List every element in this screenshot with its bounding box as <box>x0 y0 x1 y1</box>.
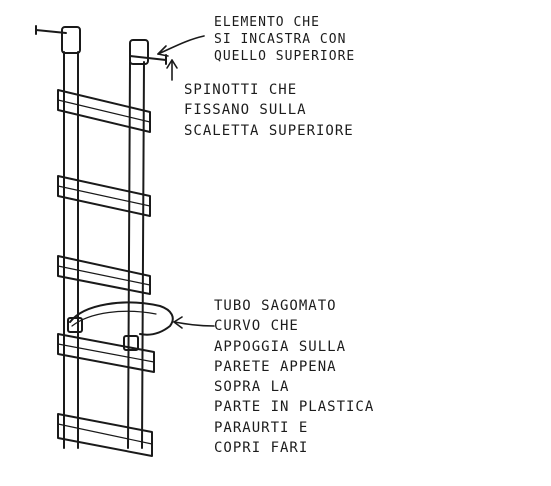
top-cap-right <box>129 39 149 65</box>
annotation-pins: SPINOTTI CHE FISSANO SULLA SCALETTA SUPE… <box>184 80 354 141</box>
annotation-line: FISSANO SULLA <box>184 102 307 119</box>
left-rail <box>63 51 79 449</box>
annotation-line: ELEMENTO CHE <box>214 15 320 30</box>
rung-1 <box>57 89 151 133</box>
annotation-top-element: ELEMENTO CHE SI INCASTRA CON QUELLO SUPE… <box>214 14 355 65</box>
rung-3 <box>57 255 151 295</box>
annotation-line: SPINOTTI CHE <box>184 82 298 98</box>
annotation-line: COPRI FARI <box>214 440 309 457</box>
rung-5 <box>57 413 153 457</box>
annotation-line: SI INCASTRA CON <box>214 32 347 48</box>
annotation-line: PARAURTI E <box>214 419 309 436</box>
annotation-line: SCALETTA SUPERIORE <box>184 122 354 139</box>
annotation-line: APPOGGIA SULLA <box>214 338 347 355</box>
annotation-line: QUELLO SUPERIORE <box>214 49 356 65</box>
rung-2 <box>57 175 151 217</box>
annotation-line: TUBO SAGOMATO <box>214 298 337 314</box>
rung-4 <box>57 333 155 373</box>
annotation-line: PARETE APPENA <box>214 358 337 375</box>
annotation-curved-tube: TUBO SAGOMATO CURVO CHE APPOGGIA SULLA P… <box>214 296 374 458</box>
annotation-line: SOPRA LA <box>214 379 290 396</box>
top-cap-left <box>61 26 81 54</box>
arrow-top-element <box>157 35 205 57</box>
arrow-pins <box>166 59 178 81</box>
curved-tube <box>67 301 174 351</box>
annotation-line: PARTE IN PLASTICA <box>214 399 375 416</box>
annotation-line: CURVO CHE <box>214 318 299 335</box>
arrow-curved-tube <box>173 316 215 329</box>
